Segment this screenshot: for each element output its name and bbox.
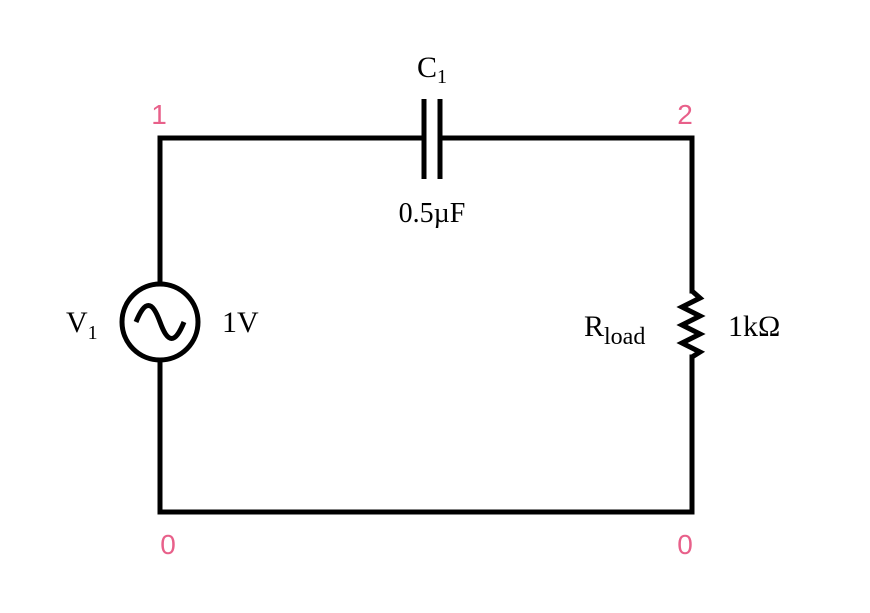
capacitor-name-sub: 1 [437, 66, 447, 88]
source-name: V1 [66, 306, 98, 344]
wire-top-left [157, 135, 425, 286]
resistor-value: 1kΩ [728, 310, 780, 343]
node-label-2: 2 [677, 99, 693, 130]
node-label-0-right: 0 [677, 529, 693, 560]
resistor-name: Rload [584, 310, 645, 350]
resistor-name-sub: load [604, 324, 645, 350]
capacitor-name-main: C [417, 51, 437, 84]
wire-top-right [439, 135, 695, 294]
wires [157, 135, 695, 515]
wire-bottom [157, 359, 695, 515]
node-label-1: 1 [151, 99, 167, 130]
source-name-main: V [66, 306, 88, 339]
capacitor-name: C1 [417, 51, 447, 88]
source-name-sub: 1 [88, 322, 98, 344]
ac-source-icon [119, 281, 201, 363]
node-labels: 1 2 0 0 [151, 99, 693, 560]
resistor-name-main: R [584, 310, 604, 343]
resistor-symbol [676, 289, 706, 360]
node-label-0-left: 0 [160, 529, 176, 560]
capacitor-symbol [421, 99, 443, 179]
capacitor-value: 0.5µF [399, 198, 466, 229]
source-value: 1V [222, 306, 259, 339]
